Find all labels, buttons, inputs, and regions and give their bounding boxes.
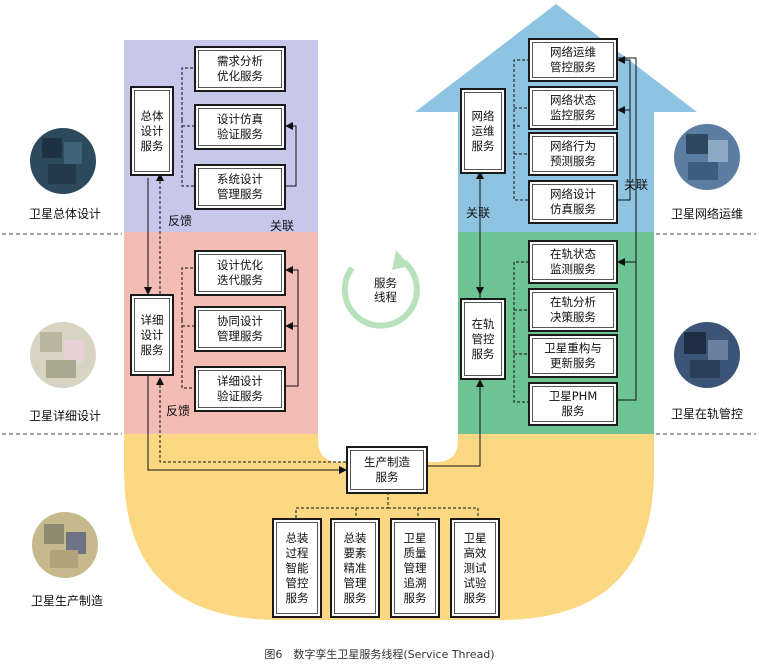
box-network-ops-service[interactable]: 网络 运维 服务 [460,88,506,174]
box-design-simulation[interactable]: 设计仿真 验证服务 [194,104,286,150]
box-reconfig-update[interactable]: 卫星重构与 更新服务 [528,334,618,378]
box-assembly-elements[interactable]: 总装 要素 精准 管理 服务 [330,518,380,618]
label-overall-design: 卫星总体设计 [28,207,101,221]
avatar-production [32,512,98,578]
box-network-design-sim[interactable]: 网络设计 仿真服务 [528,180,618,224]
label-network-ops: 卫星网络运维 [670,207,743,221]
avatar-overall-design [30,128,96,194]
box-network-ops-control[interactable]: 网络运维 管控服务 [528,38,618,82]
edge-label-association-left: 关联 [270,219,295,233]
label-orbit-control: 卫星在轨管控 [670,407,743,421]
box-system-design-mgmt[interactable]: 系统设计 管理服务 [194,164,286,210]
avatar-network-ops [674,124,740,190]
box-overall-design-service[interactable]: 总体 设计 服务 [130,86,174,176]
edge-label-feedback-top: 反馈 [168,214,193,228]
box-orbit-status[interactable]: 在轨状态 监测服务 [528,240,618,284]
cycle-arrow-icon [341,259,420,329]
label-production: 卫星生产制造 [30,594,103,608]
box-orbit-control-service[interactable]: 在轨 管控 服务 [460,298,506,380]
box-requirement-analysis[interactable]: 需求分析 优化服务 [194,46,286,92]
box-detail-design-service[interactable]: 详细 设计 服务 [130,294,174,376]
box-detail-design-verify[interactable]: 详细设计 验证服务 [194,366,286,412]
band-production [124,434,654,620]
edge-label-association-right-top: 关联 [624,178,649,192]
box-orbit-analysis[interactable]: 在轨分析 决策服务 [528,288,618,332]
edge-label-association-right-mid: 关联 [466,206,491,220]
box-network-behavior[interactable]: 网络行为 预测服务 [528,132,618,176]
box-quality-trace[interactable]: 卫星 质量 管理 追溯 服务 [390,518,440,618]
avatar-orbit-control [674,322,740,388]
label-detail-design: 卫星详细设计 [28,409,101,423]
cycle-label: 服务 线程 [374,276,397,304]
box-phm-service[interactable]: 卫星PHM 服务 [528,382,618,426]
box-assembly-control[interactable]: 总装 过程 智能 管控 服务 [272,518,322,618]
box-test-service[interactable]: 卫星 高效 测试 试验 服务 [450,518,500,618]
avatar-detail-design [30,322,96,388]
box-design-optimization[interactable]: 设计优化 迭代服务 [194,250,286,296]
figure-caption: 图6 数字孪生卫星服务线程(Service Thread) [264,648,495,661]
box-collab-design-mgmt[interactable]: 协同设计 管理服务 [194,306,286,352]
edge-label-feedback-bottom: 反馈 [166,404,191,418]
box-network-status[interactable]: 网络状态 监控服务 [528,86,618,130]
box-production-service[interactable]: 生产制造 服务 [346,446,428,494]
